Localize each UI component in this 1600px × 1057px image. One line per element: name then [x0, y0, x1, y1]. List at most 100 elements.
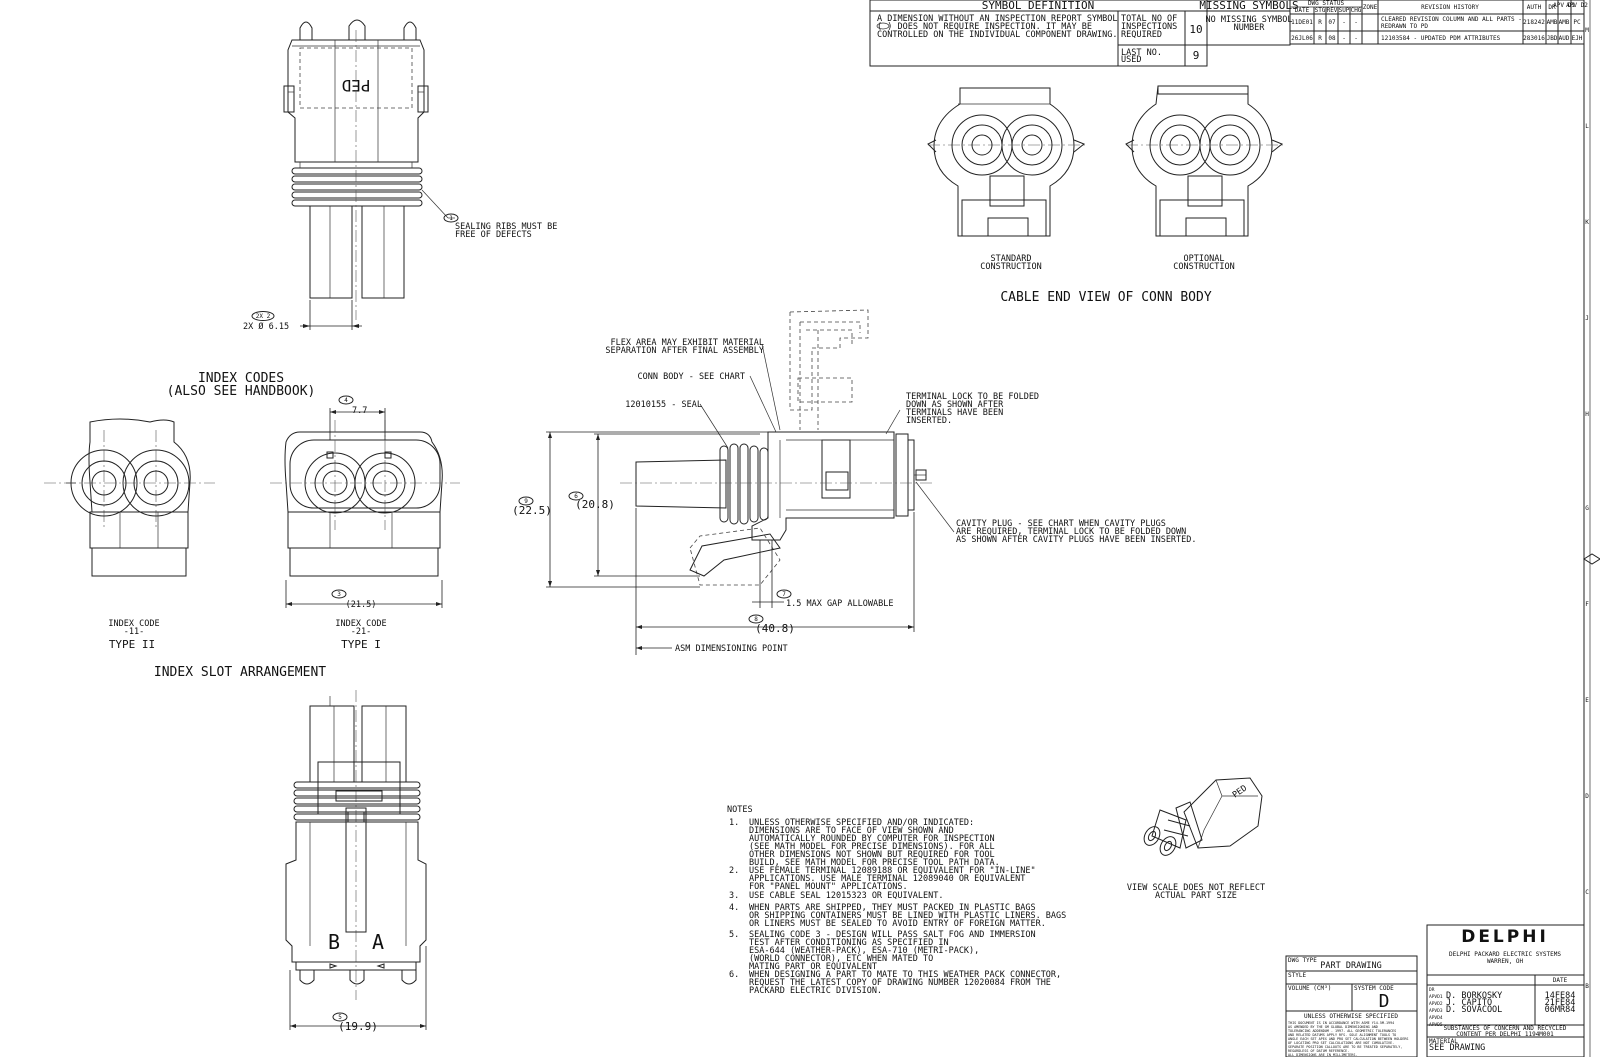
zone-letter: E — [1585, 697, 1589, 704]
note-line: OTHER DIMENSIONS NOT SHOWN BUT REQUIRED … — [749, 850, 995, 860]
terminal-lock-note: TERMINAL LOCK TO BE FOLDED — [906, 392, 1039, 402]
dim-text: (20.8) — [575, 498, 615, 511]
approval-name: D. BORKOSKY — [1446, 991, 1502, 1001]
revision-history-table: DWG STATUS DATE STG REV SUP CHG ZONE REV… — [1289, 0, 1588, 45]
optional-construction-label: CONSTRUCTION — [1173, 262, 1234, 272]
approval-date: 21FE84 — [1545, 998, 1576, 1008]
fine-print-line: OF LOCATING PRO SET CALCULATIONS ARE NOT… — [1288, 1041, 1394, 1045]
index-codes-section: INDEX CODES (ALSO SEE HANDBOOK) INDEX CO… — [44, 371, 460, 680]
note-line: SEALING CODE 3 - DESIGN WILL PASS SALT F… — [749, 930, 1036, 940]
rev-history: CLEARED REVISION COLUMN AND ALL PARTS - — [1381, 16, 1522, 23]
dim-text: (19.9) — [338, 1020, 378, 1033]
revision-row: 26JL06 R 08 - - 12103584 - UPDATED PDM A… — [1291, 35, 1583, 42]
last-used-value: 9 — [1193, 49, 1200, 62]
rev-stg: R — [1318, 19, 1322, 26]
rev-auth: 218242 — [1523, 19, 1545, 26]
symbol-table-header: SYMBOL DEFINITION — [982, 0, 1095, 12]
fine-print-line: THIS DOCUMENT IS IN ACCORDANCE WITH ASME… — [1288, 1021, 1394, 1025]
dim-bubble-icon — [776, 589, 792, 599]
fine-print-line: ALL DIMENSIONS ARE IN MILLIMETERS. — [1288, 1053, 1357, 1057]
flex-area-note: FLEX AREA MAY EXHIBIT MATERIAL — [610, 338, 764, 348]
dim-text: (22.5) — [512, 504, 552, 517]
centering-mark-icon — [1583, 553, 1600, 565]
notes-block: NOTES 1.UNLESS OTHERWISE SPECIFIED AND/O… — [727, 805, 1066, 996]
zone-letter: G — [1585, 505, 1589, 512]
rev-col-sup: SUP — [1339, 7, 1350, 14]
cable-end-view-title: CABLE END VIEW OF CONN BODY — [1000, 290, 1211, 305]
fine-print-line: AS AMENDED BY THE GM GLOBAL DIMENSIONING… — [1288, 1025, 1378, 1029]
note-line: MATING PART OR EQUIVALENT — [749, 962, 877, 972]
fine-print-line: REGARDLESS OF DATUM REFERENCE. — [1288, 1049, 1349, 1053]
fine-print-line: AND RELATED DATUMS APPLY RFS. SOLE ALIGN… — [1288, 1033, 1396, 1037]
iso-housing-marking: PED — [1231, 783, 1249, 800]
index-type: TYPE I — [341, 638, 381, 651]
dim-bubble-text: 3 — [337, 591, 341, 598]
dim-text: 7.7 — [352, 406, 367, 416]
missing-symbols-value: NUMBER — [1234, 23, 1266, 33]
standard-construction-label: STANDARD — [991, 254, 1032, 264]
zone-letter: D — [1585, 793, 1589, 800]
note-number: 4. — [729, 903, 739, 913]
callout-text: SEALING RIBS MUST BE — [455, 222, 557, 232]
rev-col-zone: ZONE — [1363, 4, 1378, 11]
dwg-status-header: DWG STATUS — [1308, 0, 1345, 7]
zone-letter: K — [1585, 219, 1589, 226]
missing-symbols-header: MISSING SYMBOLS — [1199, 0, 1298, 12]
date-label: DATE — [1553, 977, 1568, 984]
dim-bubble-icon — [748, 614, 764, 624]
dim-bubble-icon — [518, 496, 534, 506]
rev-col-date: DATE — [1295, 7, 1310, 14]
note-number: 1. — [729, 818, 739, 828]
rev-col-apv2: APV D2 — [1566, 2, 1588, 9]
note-line: BUILD, SEE MATH MODEL FOR PRECISE TOOL P… — [749, 858, 1000, 868]
company-location: WARREN, OH — [1487, 958, 1524, 965]
top-view: PED 1 SEALING RIBS MUST BE FREE OF DEFEC… — [243, 19, 557, 332]
symbol-definition-line: ( ) DOES NOT REQUIRE INSPECTION. IT MAY … — [877, 22, 1092, 32]
note-line: USE CABLE SEAL 12015323 OR EQUIVALENT. — [749, 891, 943, 901]
rev-date: 11DE01 — [1291, 19, 1313, 26]
note-line: UNLESS OTHERWISE SPECIFIED AND/OR INDICA… — [749, 818, 974, 828]
bottom-view: B A 5 (19.9) — [285, 690, 427, 1033]
rev-stg: R — [1318, 35, 1322, 42]
rev-apv2: PC — [1573, 19, 1581, 26]
approval-role: APVD1 — [1429, 994, 1443, 1000]
dim-bubble-text: 6 — [574, 493, 578, 500]
index-type: TYPE II — [109, 638, 155, 651]
material-value: SEE DRAWING — [1429, 1043, 1485, 1053]
total-inspections-value: 10 — [1189, 23, 1202, 36]
iso-caption: ACTUAL PART SIZE — [1155, 891, 1237, 901]
callout-text: FREE OF DEFECTS — [455, 230, 532, 240]
rev-chg: - — [1354, 35, 1358, 42]
terminal-lock-note: DOWN AS SHOWN AFTER — [906, 400, 1004, 410]
dim-bubble-text: 2X 2 — [256, 313, 271, 320]
index-codes-title: INDEX CODES — [198, 371, 284, 386]
approval-date: 06MR84 — [1545, 1005, 1576, 1015]
index-code-value: -11- — [124, 627, 144, 637]
rev-dr: AMB — [1547, 19, 1558, 26]
fine-print: THIS DOCUMENT IS IN ACCORDANCE WITH ASME… — [1288, 1021, 1408, 1057]
note-line: OR SHIPPING CONTAINERS MUST BE LINED WIT… — [749, 911, 1066, 921]
rev-col-rev: REV — [1327, 7, 1338, 14]
note-line: WHEN PARTS ARE SHIPPED, THEY MUST PACKED… — [749, 903, 1036, 913]
index-codes-subtitle: (ALSO SEE HANDBOOK) — [167, 384, 316, 399]
approval-date: 14FE84 — [1545, 991, 1576, 1001]
terminal-lock-note: TERMINALS HAVE BEEN — [906, 408, 1003, 418]
note-number: 3. — [729, 891, 739, 901]
rev-history: 12103584 - UPDATED PDM ATTRIBUTES — [1381, 35, 1501, 42]
isometric-view: PED VIEW SCALE DOES NOT REFLECT ACTUAL P… — [1127, 777, 1265, 901]
note-line: APPLICATIONS. USE MALE TERMINAL 12089040… — [749, 874, 1025, 884]
rev-col-chg: CHG — [1351, 7, 1362, 14]
symbol-definition-line: CONTROLLED ON THE INDIVIDUAL COMPONENT D… — [877, 30, 1118, 40]
substances-note: CONTENT PER DELPHI 1194M001 — [1456, 1031, 1554, 1038]
last-used-label: USED — [1121, 55, 1141, 65]
note-line: USE FEMALE TERMINAL 12089188 OR EQUIVALE… — [749, 866, 1036, 876]
seal-note: 12010155 - SEAL — [625, 400, 702, 410]
cable-end-optional-view: OPTIONAL CONSTRUCTION — [1125, 85, 1286, 272]
rev-rev: 08 — [1328, 35, 1336, 42]
rev-auth: 283016 — [1523, 35, 1545, 42]
cavity-plug-note: CAVITY PLUG - SEE CHART WHEN CAVITY PLUG… — [956, 519, 1166, 529]
fine-print-line: SEPARATE POSITION CALLOUTS ARE TO BE TRE… — [1288, 1045, 1402, 1049]
